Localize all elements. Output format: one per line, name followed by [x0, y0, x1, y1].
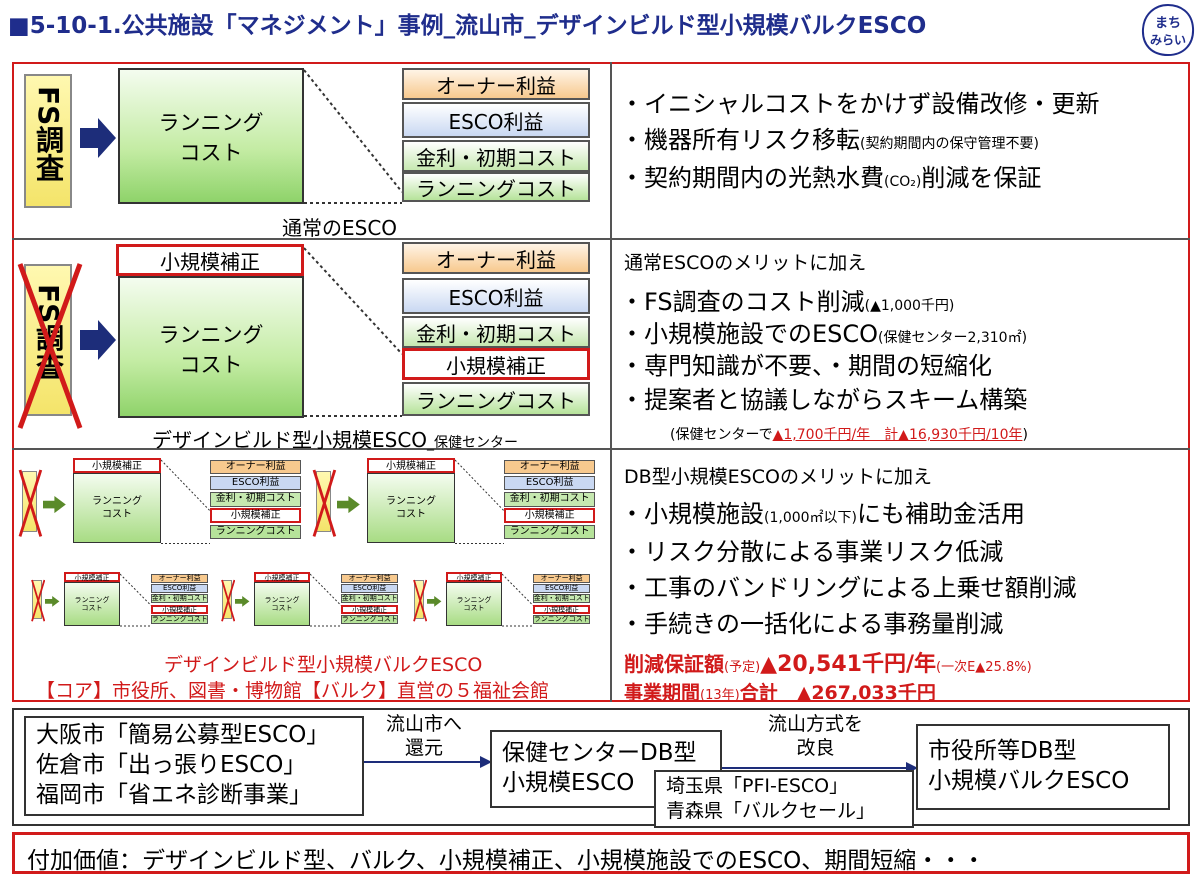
row2-bullet-3: ・専門知識が不要、・期間の短縮化	[620, 352, 992, 380]
mini-stack-item: オーナー利益	[340, 574, 399, 583]
stack-running-cost: ランニングコスト	[402, 172, 590, 202]
cost-stack-2: オーナー利益 ESCO利益 金利・初期コスト 小規模補正 ランニングコスト	[402, 242, 590, 416]
row1-bullet-1: ・イニシャルコストをかけず設備改修・更新	[620, 90, 1100, 118]
row2-heading: 通常ESCOのメリットに加え	[624, 252, 867, 274]
flow-frame	[12, 708, 1190, 826]
row2-saving-note: (保健センターで▲1,700千円/年 計▲16,930千円/10年)	[670, 427, 1028, 443]
mini-small-correction: 小規模補正	[64, 572, 120, 582]
row1-caption: 通常のESCO	[282, 216, 398, 240]
fs-survey-box-crossed: FS調査	[24, 264, 72, 416]
stack-interest-initial: 金利・初期コスト	[402, 316, 590, 348]
stack-esco-profit: ESCO利益	[402, 278, 590, 314]
flow-label-1: 流山市へ還元	[386, 713, 463, 759]
flow-arrow-1	[364, 756, 492, 768]
mini-stack-item: ランニングコスト	[210, 524, 302, 539]
mini-stack-item: オーナー利益	[150, 574, 209, 583]
column-divider	[610, 62, 612, 702]
mini-stack-item: 小規模補正	[532, 604, 591, 614]
flow-box-prefectures: 埼玉県「PFI-ESCO」青森県「バルクセール」	[654, 770, 914, 828]
mini-stack-item: ランニングコスト	[150, 614, 209, 624]
row1-bullet-3: ・契約期間内の光熱水費(CO₂)削減を保証	[620, 164, 1042, 192]
mini-running-cost: ランニング コスト	[64, 581, 120, 626]
flow-box-health-center: 保健センターDB型小規模ESCO	[490, 730, 722, 808]
mini-running-cost: ランニング コスト	[254, 581, 310, 626]
mini-running-cost: ランニング コスト	[446, 581, 502, 626]
mini-small-correction: 小規模補正	[254, 572, 310, 582]
row3-bullet-2: ・リスク分散による事業リスク低減	[620, 538, 1004, 566]
mini-stack-item: 小規模補正	[504, 508, 596, 523]
small-scale-correction-box: 小規模補正	[116, 244, 304, 276]
mini-stack-item: ランニングコスト	[532, 614, 591, 624]
arrow-right-icon	[80, 320, 116, 360]
row-divider-1	[12, 238, 1190, 240]
arrow-right-icon	[80, 118, 116, 158]
running-cost-box-2: ランニング コスト	[118, 276, 304, 418]
mini-small-correction: 小規模補正	[73, 458, 161, 474]
mini-running-cost: ランニング コスト	[367, 473, 455, 544]
mini-running-cost: ランニング コスト	[73, 473, 161, 544]
mini-stack-item: 小規模補正	[150, 604, 209, 614]
page-title: ■5-10-1.公共施設「マネジメント」事例_流山市_デザインビルド型小規模バル…	[8, 13, 927, 39]
mini-stack-item: オーナー利益	[210, 460, 302, 475]
row3-caption-1: デザインビルド型小規模バルクESCO	[164, 654, 483, 676]
mini-stack-item: ランニングコスト	[504, 524, 596, 539]
mini-small-correction: 小規模補正	[446, 572, 502, 582]
row2-caption: デザインビルド型小規模ESCO_保健センター	[152, 428, 519, 452]
row3-heading: DB型小規模ESCOのメリットに加え	[624, 466, 932, 488]
row3-caption-2: 【コア】市役所、図書・博物館【バルク】直営の５福祉会館	[36, 680, 550, 702]
fs-survey-box: FS調査	[24, 74, 72, 208]
mini-stack-item: ESCO利益	[340, 584, 399, 594]
mini-stack-item: 小規模補正	[340, 604, 399, 614]
logo-line1: まち	[1155, 16, 1181, 31]
mini-stack-item: 金利・初期コスト	[532, 594, 591, 604]
row2-bullet-1: ・FS調査のコスト削減(▲1,000千円)	[620, 288, 955, 316]
mini-stack-item: オーナー利益	[504, 460, 596, 475]
row3-bullet-1: ・小規模施設(1,000㎡以下)にも補助金活用	[620, 500, 1026, 528]
fs-survey-label: FS調査	[32, 86, 65, 182]
row-divider-2	[12, 448, 1190, 450]
flow-box-city-hall: 市役所等DB型小規模バルクESCO	[916, 724, 1170, 810]
mini-small-correction: 小規模補正	[367, 458, 455, 474]
logo-line2: みらい	[1150, 33, 1186, 47]
machimirai-logo: まち みらい	[1141, 3, 1195, 57]
flow-box-precedents: 大阪市「簡易公募型ESCO」佐倉市「出っ張りESCO」福岡市「省エネ診断事業」	[24, 716, 364, 816]
row2-bullet-2: ・小規模施設でのESCO(保健センター2,310㎡)	[620, 320, 1028, 348]
mini-stack-item: 金利・初期コスト	[504, 492, 596, 507]
row2-bullet-4: ・提案者と協議しながらスキーム構築	[620, 386, 1028, 414]
mini-stack-item: ESCO利益	[532, 584, 591, 594]
added-value-footer: 付加価値：デザインビルド型、バルク、小規模補正、小規模施設でのESCO、期間短縮…	[12, 832, 1190, 874]
mini-stack-item: オーナー利益	[532, 574, 591, 583]
mini-stack-item: ランニングコスト	[340, 614, 399, 624]
mini-stack-item: 金利・初期コスト	[210, 492, 302, 507]
row3-bullet-3: ・工事のバンドリングによる上乗せ額削減	[620, 574, 1077, 602]
mini-stack-item: ESCO利益	[504, 476, 596, 491]
mini-stack-item: 小規模補正	[210, 508, 302, 523]
dotted-connector-2	[304, 247, 403, 417]
main-frame	[12, 62, 1190, 702]
running-cost-box: ランニング コスト	[118, 68, 304, 204]
mini-stack-item: 金利・初期コスト	[340, 594, 399, 604]
mini-stack-item: ESCO利益	[210, 476, 302, 491]
row3-bullet-4: ・手続きの一括化による事務量削減	[620, 610, 1004, 638]
stack-esco-profit: ESCO利益	[402, 102, 590, 138]
mini-stack-item: 金利・初期コスト	[150, 594, 209, 604]
stack-running-cost: ランニングコスト	[402, 382, 590, 416]
flow-label-2: 流山方式を改良	[768, 713, 864, 759]
stack-owner-profit: オーナー利益	[402, 242, 590, 274]
row3-project-period: 事業期間(13年)合計 ▲267,033千円	[624, 682, 936, 704]
stack-interest-initial: 金利・初期コスト	[402, 140, 590, 172]
stack-small-correction: 小規模補正	[402, 348, 590, 380]
row1-bullet-2: ・機器所有リスク移転(契約期間内の保守管理不要)	[620, 126, 1039, 154]
mini-stack-item: ESCO利益	[150, 584, 209, 594]
stack-owner-profit: オーナー利益	[402, 68, 590, 100]
cost-stack-1: オーナー利益 ESCO利益 金利・初期コスト ランニングコスト	[402, 68, 590, 202]
row3-saving-guarantee: 削減保証額(予定)▲20,541千円/年(一次E▲25.8%)	[624, 652, 1032, 677]
dotted-connector	[304, 69, 403, 204]
